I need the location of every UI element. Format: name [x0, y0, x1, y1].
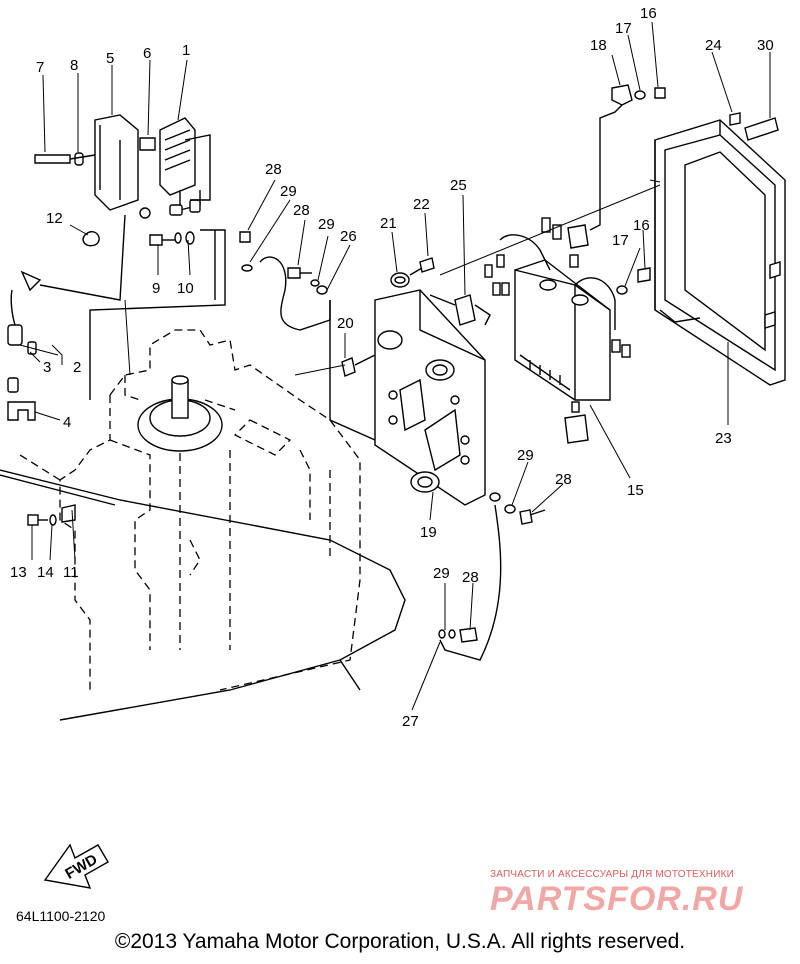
pulser-coil-bracket — [34, 114, 201, 247]
fasteners-21-22 — [390, 257, 435, 288]
callout-17-top: 17 — [615, 20, 632, 37]
callout-28-c: 28 — [555, 471, 572, 488]
lower-cowl-outline — [0, 469, 406, 721]
callout-29-c: 29 — [517, 447, 534, 464]
callout-12: 12 — [46, 210, 63, 227]
callout-11: 11 — [63, 564, 79, 581]
guide-lines — [124, 179, 661, 376]
electrical-cover — [654, 119, 786, 386]
cdi-base-plate — [374, 289, 486, 506]
screw-24-label-30 — [729, 112, 779, 141]
callout-25: 25 — [450, 177, 467, 194]
bolt-16-17-lower — [616, 267, 651, 295]
copyright-notice: ©2013 Yamaha Motor Corporation, U.S.A. A… — [114, 930, 686, 953]
callout-leaders — [19, 21, 771, 711]
clamp-18 — [589, 84, 666, 231]
callout-28-a: 28 — [265, 161, 282, 178]
callout-16-mid: 16 — [633, 217, 650, 234]
callout-5: 5 — [106, 50, 114, 67]
callout-8: 8 — [70, 57, 78, 74]
connector-set-top — [484, 217, 589, 296]
relay-25 — [429, 294, 491, 326]
callout-18: 18 — [590, 37, 607, 54]
callout-10: 10 — [177, 280, 194, 297]
callout-23: 23 — [715, 430, 732, 447]
callout-21: 21 — [380, 215, 397, 232]
bolts-11-13-14 — [27, 504, 76, 526]
callout-15: 15 — [627, 482, 644, 499]
callout-16-top: 16 — [640, 5, 657, 22]
callout-20: 20 — [337, 315, 354, 332]
wire-harness-left — [7, 134, 226, 421]
callout-13: 13 — [10, 564, 27, 581]
diagram-code: 64L1100-2120 — [16, 908, 106, 924]
callout-19: 19 — [420, 524, 437, 541]
callout-4: 4 — [63, 414, 71, 431]
callout-6: 6 — [143, 45, 151, 62]
callout-3: 3 — [43, 359, 51, 376]
cdi-unit — [514, 259, 631, 401]
bolts-right-28-29 — [489, 492, 546, 525]
callout-29-d: 29 — [433, 565, 450, 582]
grommet-20 — [341, 354, 376, 377]
watermark-logo: PARTSFOR.RU — [490, 880, 744, 918]
ground-lead-left — [239, 231, 376, 441]
callout-26: 26 — [340, 228, 357, 245]
flywheel-shaft — [137, 375, 223, 452]
callout-22: 22 — [413, 196, 430, 213]
callout-28-b: 28 — [293, 202, 310, 219]
callout-17-mid: 17 — [612, 232, 629, 249]
connector-bottom — [564, 401, 589, 444]
callout-2: 2 — [73, 359, 81, 376]
callout-7: 7 — [36, 59, 44, 76]
callout-numbers: 1 2 3 4 5 6 7 8 9 10 11 12 13 14 15 16 1… — [10, 5, 774, 730]
callout-29-a: 29 — [280, 183, 297, 200]
watermark-tagline: ЗАПЧАСТИ И АКСЕССУАРЫ ДЛЯ МОТОТЕХНИКИ — [490, 869, 735, 880]
fwd-arrow-icon: FWD — [43, 843, 109, 889]
callout-14: 14 — [37, 564, 54, 581]
callout-29-b: 29 — [318, 216, 335, 233]
callout-24: 24 — [705, 37, 722, 54]
callout-27: 27 — [402, 713, 419, 730]
callout-1: 1 — [182, 42, 190, 59]
ground-wire-27 — [438, 504, 502, 661]
callout-28-d: 28 — [462, 569, 479, 586]
engine-block-outline — [19, 329, 361, 691]
callout-9: 9 — [152, 280, 160, 297]
callout-30: 30 — [757, 37, 774, 54]
bolts-9-10 — [149, 231, 195, 246]
